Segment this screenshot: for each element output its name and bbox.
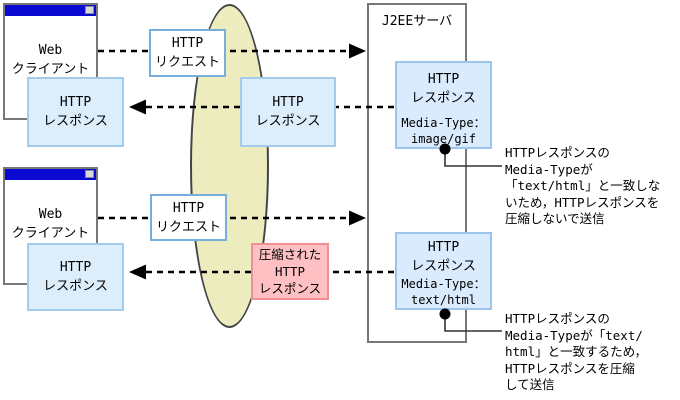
annotation-line: Media-Typeが「text/ (505, 327, 643, 343)
media-type-label: Media-Type： (401, 116, 486, 130)
annotation-line: HTTPレスポンスを圧縮 (505, 360, 635, 376)
annotation-line: HTTPレスポンスの (505, 145, 610, 160)
arrowhead-right-icon (349, 210, 366, 226)
arrowhead-left-icon (129, 99, 146, 115)
box-line: レスポンス (258, 281, 322, 296)
web-client-label-line2: クライアント (11, 226, 90, 241)
http-response-box-client-bottom: HTTP レスポンス (27, 243, 124, 311)
annotation-line: して送信 (505, 377, 555, 392)
web-client-label-line1: Web (38, 207, 63, 222)
box-line: HTTP (59, 95, 92, 110)
window-titlebar (5, 169, 96, 180)
box-line: レスポンス (411, 259, 476, 274)
annotation-line: 「text/html」と一致しな (505, 178, 661, 193)
box-line: レスポンス (43, 114, 108, 129)
box-line: レスポンス (255, 114, 321, 129)
annotation-no-compression: HTTPレスポンスの Media-Typeが 「text/html」と一致しな … (505, 145, 660, 228)
j2ee-server-label: J2EEサーバ (381, 14, 453, 29)
box-line: レスポンス (43, 279, 108, 294)
http-response-box-transit-top: HTTP レスポンス (240, 77, 336, 147)
http-request-box-bottom: HTTP リクエスト (150, 194, 227, 241)
box-line: HTTP (171, 36, 204, 51)
http-response-box-server-top: HTTP レスポンス Media-Type： image/gif (395, 61, 492, 149)
box-line: HTTP (274, 264, 306, 279)
compressed-http-response-box: 圧縮された HTTP レスポンス (251, 243, 329, 300)
web-client-label: Web クライアント (5, 16, 96, 104)
annotation-line: 圧縮しないで送信 (505, 211, 605, 226)
http-request-box-top: HTTP リクエスト (149, 29, 226, 77)
arrowhead-right-icon (349, 43, 366, 59)
annotation-line: Media-Typeが (505, 161, 593, 177)
box-line: HTTP (427, 72, 460, 87)
annotation-line: html」と一致するため， (505, 344, 647, 359)
web-client-label-line1: Web (38, 43, 63, 58)
http-response-box-server-bottom: HTTP レスポンス Media-Type： text/html (395, 232, 492, 310)
annotation-with-compression: HTTPレスポンスの Media-Typeが「text/ html」と一致するた… (505, 311, 647, 394)
box-line: リクエスト (155, 219, 221, 235)
http-response-box-client-top: HTTP レスポンス (27, 77, 124, 147)
box-line: 圧縮された (258, 247, 322, 262)
annotation-line: いため，HTTPレスポンスを (505, 194, 660, 210)
web-client-label-line2: クライアント (11, 62, 90, 77)
box-line: HTTP (427, 240, 460, 255)
box-line: レスポンス (411, 91, 476, 106)
box-line: HTTP (272, 95, 304, 110)
box-line: HTTP (172, 200, 205, 216)
box-line: HTTP (59, 260, 92, 275)
window-button-icon (85, 170, 94, 178)
web-client-label: Web クライアント (5, 180, 96, 268)
box-line: リクエスト (154, 55, 220, 70)
media-type-value: image/gif (410, 132, 477, 146)
media-type-value: text/html (410, 293, 477, 307)
annotation-line: HTTPレスポンスの (505, 311, 610, 326)
media-type-label: Media-Type： (401, 277, 486, 291)
window-button-icon (85, 6, 94, 14)
window-titlebar (5, 5, 96, 16)
arrowhead-left-icon (129, 264, 146, 280)
